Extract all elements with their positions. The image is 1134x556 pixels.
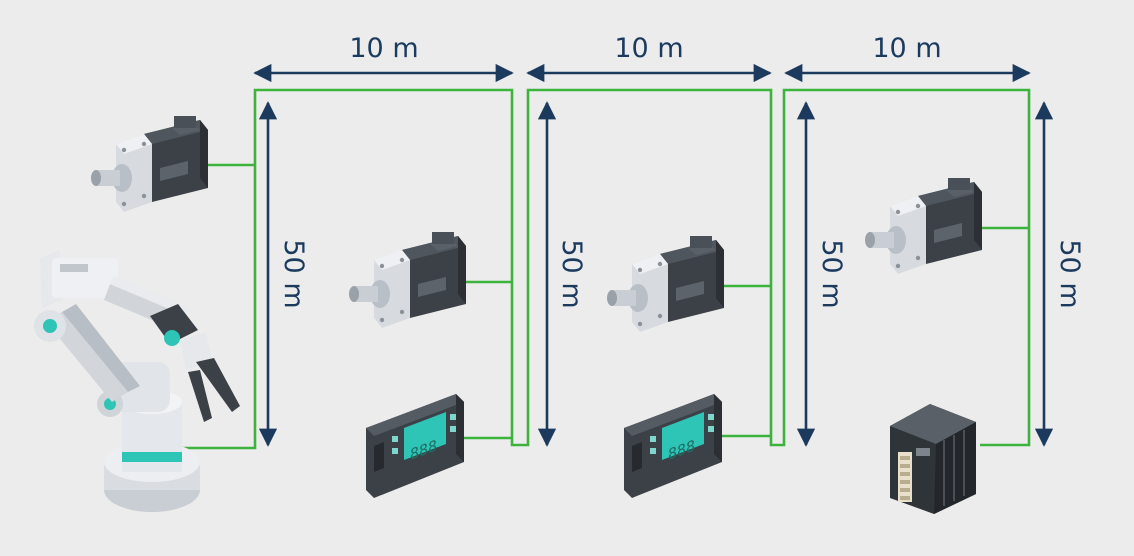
controller-panel-icon <box>366 394 464 498</box>
distance-label: 10 m <box>872 33 941 64</box>
servo-motor-icon <box>349 232 466 328</box>
distance-label: 10 m <box>614 33 683 64</box>
robot-arm-icon <box>34 250 240 512</box>
distance-label: 50 m <box>278 239 309 308</box>
cable-network <box>180 88 1031 450</box>
io-module-icon <box>890 404 976 514</box>
distance-label: 50 m <box>556 239 587 308</box>
distance-label: 10 m <box>349 33 418 64</box>
servo-motor-icon <box>607 236 724 332</box>
distance-label: 50 m <box>816 239 847 308</box>
servo-motor-icon <box>865 178 982 274</box>
servo-motor-icon <box>91 116 208 212</box>
controller-panel-icon <box>624 394 722 498</box>
distance-label: 50 m <box>1054 239 1085 308</box>
dimension-arrows <box>253 63 1054 447</box>
